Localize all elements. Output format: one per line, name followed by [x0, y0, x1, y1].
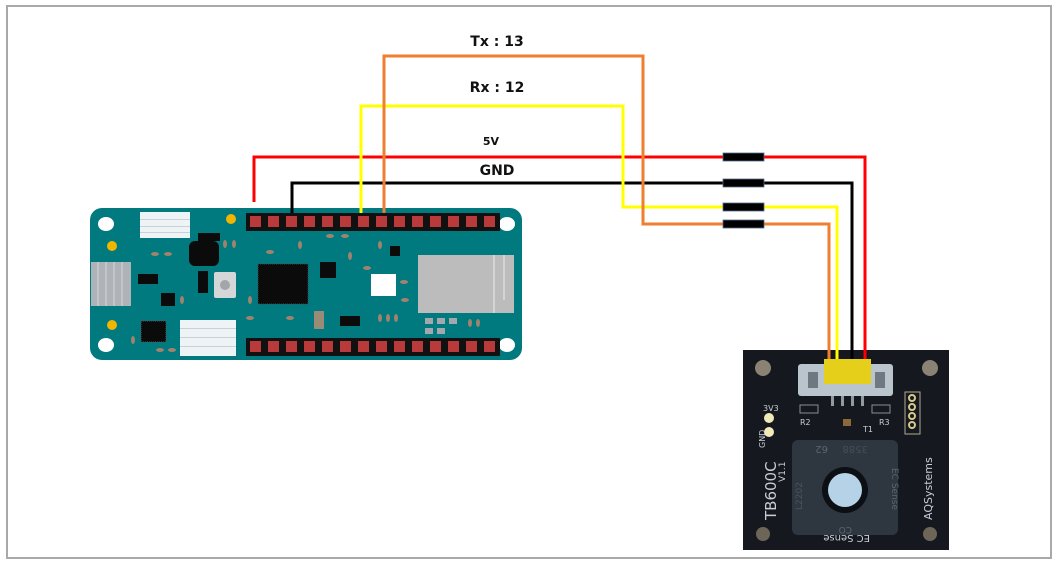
pin-header-top: [246, 213, 500, 231]
header-pin: [304, 341, 315, 352]
header-housing: [246, 338, 500, 356]
microcontroller-chip: [257, 263, 309, 305]
label-rx: Rx : 12: [470, 80, 525, 96]
mounting-hole: [98, 217, 114, 231]
thermistor: [843, 419, 851, 426]
capacitor: [314, 311, 324, 329]
wire-gnd: [290, 181, 854, 360]
mounting-hole: [755, 360, 771, 376]
smd-components: [131, 234, 480, 352]
wire-5v: [252, 155, 867, 360]
ic: [320, 262, 336, 278]
pin-pad-row: [904, 391, 921, 435]
pad-gnd: [764, 427, 774, 437]
cell-gas: CO: [839, 524, 852, 534]
cell-code-1: 3588: [843, 443, 868, 454]
mounting-hole: [499, 338, 515, 352]
header-pin: [322, 216, 333, 227]
header-pin: [484, 341, 495, 352]
header-pin: [376, 216, 387, 227]
header-pin: [268, 341, 279, 352]
inline-connector-5v: [722, 152, 765, 162]
header-pin: [430, 341, 441, 352]
wire-rx: [359, 104, 839, 360]
header-pin: [286, 216, 297, 227]
header-pin: [466, 216, 477, 227]
crypto-chip: [140, 320, 167, 343]
sensor-brand: AQSystems: [922, 457, 935, 520]
sensor-model: TB600C: [762, 461, 780, 521]
wifi-module: [418, 255, 514, 313]
mounting-hole: [923, 527, 937, 541]
label-5v: 5V: [483, 135, 500, 148]
header-pin: [466, 341, 477, 352]
inline-connectors: [722, 152, 765, 229]
header-pin: [394, 216, 405, 227]
usb-port: [91, 262, 131, 306]
header-pin: [448, 216, 459, 227]
header-pin: [484, 216, 495, 227]
label-tx: Tx : 13: [470, 34, 523, 50]
silk-r2: R2: [800, 418, 811, 427]
header-pin: [340, 341, 351, 352]
silk-gnd: GND: [758, 430, 767, 448]
silk-t1: T1: [862, 425, 873, 434]
header-pin: [376, 341, 387, 352]
header-pin: [394, 341, 405, 352]
mounting-hole: [922, 360, 938, 376]
ic: [390, 246, 400, 256]
header-pin: [268, 216, 279, 227]
header-pin: [448, 341, 459, 352]
inline-connector-rx: [722, 202, 765, 212]
header-pin: [322, 341, 333, 352]
header-housing: [246, 213, 500, 231]
mounting-hole: [756, 527, 770, 541]
inline-connector-gnd: [722, 178, 765, 188]
battery-connector: [140, 212, 190, 238]
diode: [198, 271, 208, 293]
led: [226, 214, 236, 224]
header-pin: [358, 341, 369, 352]
sensor-module-label: EC Sense: [823, 532, 870, 543]
transistor: [340, 316, 360, 326]
silk-3v3: 3V3: [763, 404, 779, 413]
mounting-hole: [499, 217, 515, 231]
silk-r3: R3: [879, 418, 890, 427]
header-pin: [286, 341, 297, 352]
inductor: [189, 241, 219, 266]
diagram-frame: [6, 5, 1052, 559]
led: [107, 241, 117, 251]
cell-code-2: 62: [815, 443, 828, 454]
diode: [198, 233, 220, 241]
gas-cell-membrane: [828, 473, 862, 507]
header-pin: [250, 341, 261, 352]
pin-header-bottom: [246, 338, 500, 356]
wire-tx: [382, 54, 831, 360]
crystal: [371, 274, 396, 296]
sensor-plug: [824, 359, 871, 384]
mounting-hole: [98, 338, 114, 352]
header-pin: [358, 216, 369, 227]
header-pin: [340, 216, 351, 227]
sensor-version: V1.1: [778, 462, 788, 482]
label-gnd: GND: [480, 163, 515, 179]
led: [107, 320, 117, 330]
header-pin: [412, 216, 423, 227]
header-pin: [430, 216, 441, 227]
transistor: [138, 274, 158, 284]
header-pin: [304, 216, 315, 227]
header-pin: [412, 341, 423, 352]
cell-serial: L2202: [795, 482, 805, 510]
cell-brand: EC Sense: [889, 468, 899, 510]
pad-3v3: [764, 413, 774, 423]
header-pin: [250, 216, 261, 227]
wires: [252, 54, 867, 360]
inline-connector-tx: [722, 219, 765, 229]
arduino-board: [90, 208, 522, 360]
ic: [161, 293, 175, 306]
